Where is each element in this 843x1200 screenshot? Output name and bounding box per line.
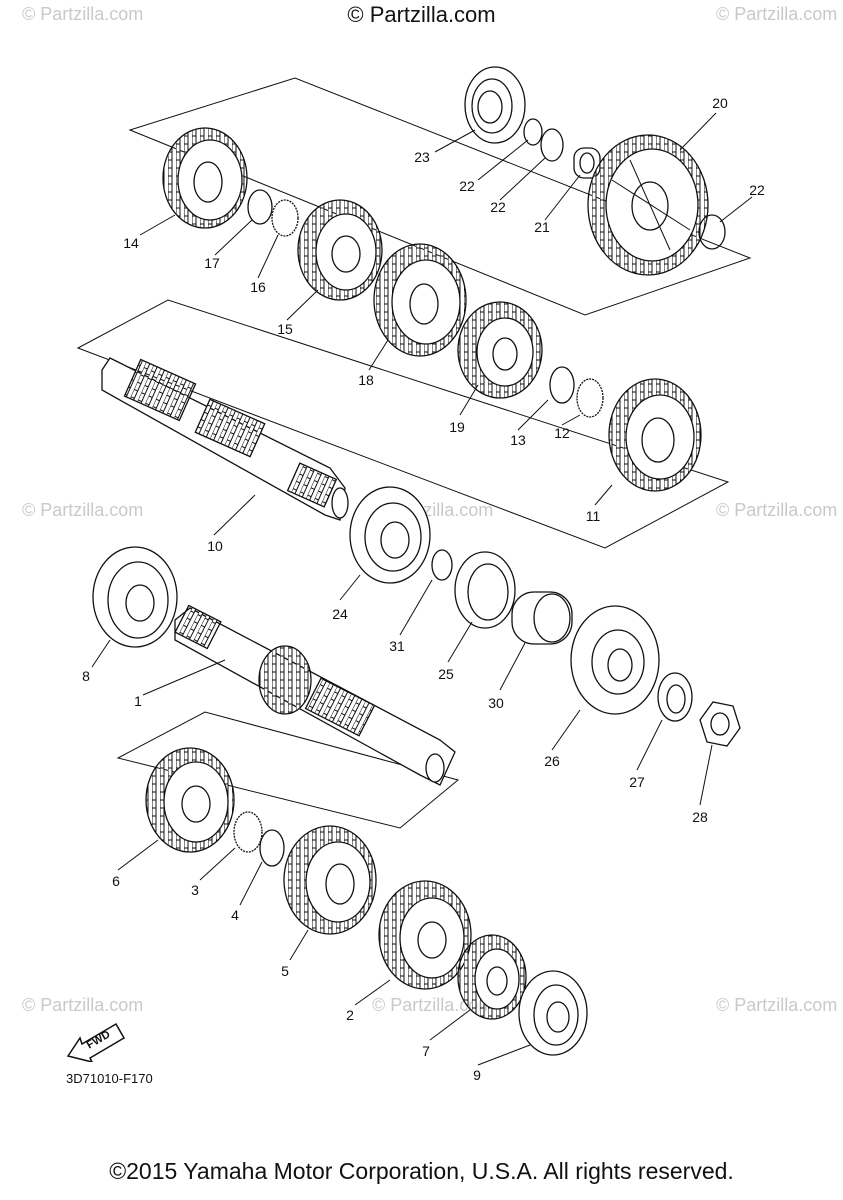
washer-12	[576, 378, 604, 418]
o-ring-31	[431, 549, 453, 581]
gear-7	[457, 934, 527, 1020]
nut-29	[699, 701, 741, 747]
forward-arrow-icon	[66, 1022, 126, 1062]
callout-1: 1	[134, 693, 142, 709]
callout-23: 22	[459, 178, 475, 194]
callout-22: 22	[490, 199, 506, 215]
bearing-8	[92, 546, 178, 648]
gear-2	[378, 880, 472, 990]
callout-15: 15	[277, 321, 293, 337]
callout-5: 5	[281, 963, 289, 979]
watermark: © Partzilla.com	[22, 500, 144, 520]
circlip-4	[259, 829, 285, 867]
shaft-1	[174, 604, 456, 786]
group-frame-lower	[116, 711, 460, 829]
callout-13: 13	[510, 432, 526, 448]
group-frame-main-shaft	[76, 299, 730, 549]
gear-18	[373, 243, 467, 357]
watermark: © Partzilla.com	[22, 4, 144, 24]
circlip-23	[523, 118, 543, 146]
callout-2: 2	[346, 1007, 354, 1023]
watermark: © Partzilla.com	[716, 995, 838, 1015]
gear-20	[587, 134, 709, 276]
bushing-21	[573, 147, 601, 179]
callout-24: 23	[414, 149, 430, 165]
gear-11	[608, 378, 702, 492]
leader-lines	[91, 112, 753, 1066]
callout-12: 12	[554, 425, 570, 441]
bearing-9	[518, 970, 588, 1056]
bearing-24	[464, 66, 526, 144]
callout-27: 26	[544, 753, 560, 769]
washer-16	[271, 199, 299, 237]
circlip-17	[247, 189, 273, 225]
callout-19: 19	[449, 419, 465, 435]
callout-7: 7	[422, 1043, 430, 1059]
callout-6: 6	[112, 873, 120, 889]
callout-17: 17	[204, 255, 220, 271]
callout-25: 24	[332, 606, 348, 622]
callout-4: 4	[231, 907, 239, 923]
callout-3: 3	[191, 882, 199, 898]
callout-14: 14	[123, 235, 139, 251]
callout-22-right: 22	[749, 182, 765, 198]
collar-30	[511, 591, 573, 645]
gear-15	[297, 199, 383, 301]
gear-14	[162, 127, 248, 229]
callout-16: 16	[250, 279, 266, 295]
washer-22-right	[698, 214, 726, 250]
circlip-13	[549, 366, 575, 404]
callout-30: 30	[488, 695, 504, 711]
callout-11: 11	[585, 508, 601, 524]
sprocket-27	[570, 605, 660, 715]
washer-22	[540, 128, 564, 162]
lock-washer-28	[657, 672, 693, 722]
oil-seal-26	[454, 551, 516, 629]
watermark: © Partzilla.com	[716, 500, 838, 520]
callout-9: 9	[473, 1067, 481, 1083]
callout-21: 21	[534, 219, 550, 235]
callout-10: 10	[207, 538, 223, 554]
gear-6	[145, 747, 235, 853]
callout-18: 18	[358, 372, 374, 388]
gear-19	[457, 301, 543, 399]
gear-5	[283, 825, 377, 935]
shaft-10	[101, 357, 349, 521]
copyright-footer: ©2015 Yamaha Motor Corporation, U.S.A. A…	[109, 1158, 734, 1184]
callout-28: 27	[629, 774, 645, 790]
washer-3	[233, 811, 263, 853]
callout-8: 8	[82, 668, 90, 684]
watermark: © Partzilla.com	[716, 4, 838, 24]
callout-20: 20	[712, 95, 728, 111]
callout-29: 28	[692, 809, 708, 825]
brand-header: © Partzilla.com	[347, 2, 496, 27]
callout-31: 31	[389, 638, 405, 654]
bearing-25	[349, 486, 431, 584]
callout-26: 25	[438, 666, 454, 682]
diagram-code: 3D71010-F170	[66, 1071, 153, 1086]
watermark: © Partzilla.com	[22, 995, 144, 1015]
